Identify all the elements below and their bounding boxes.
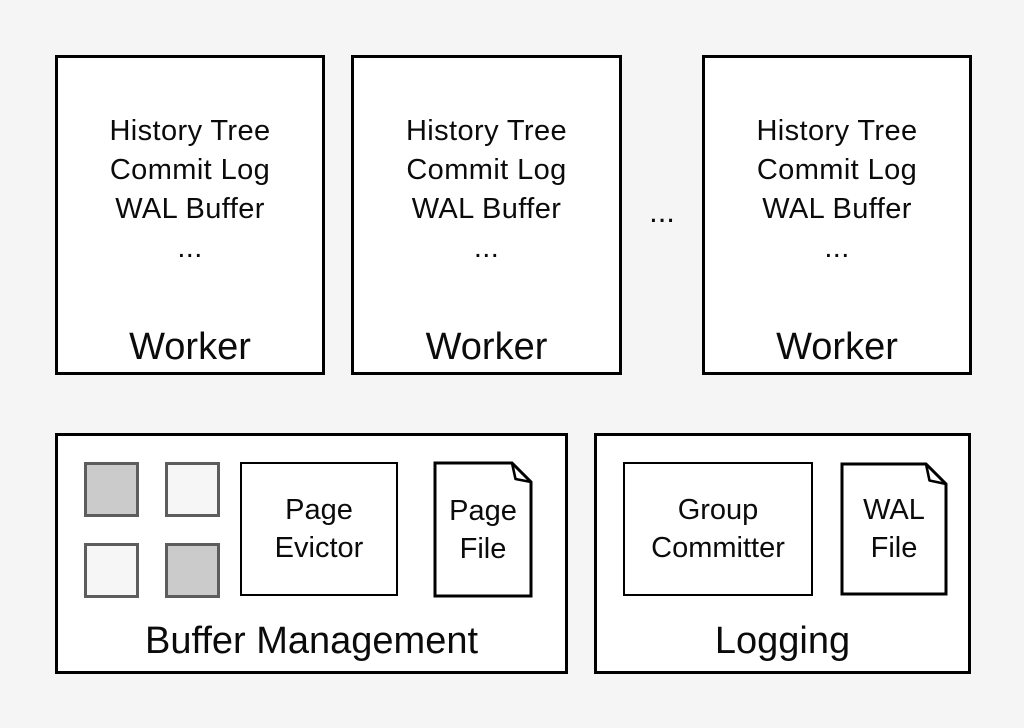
page-file-label: Page File [433,492,533,568]
document-icon [840,462,948,596]
page-cell-filled [84,462,139,517]
worker-content-line: History Tree [109,115,271,147]
page-evictor-label-line: Evictor [274,532,364,564]
worker-content-ellipsis: ... [177,232,203,264]
page-file-label-line: Page [449,494,517,527]
buffer-management-label: Buffer Management [144,620,479,662]
page-evictor-label-line: Page [285,494,353,526]
worker-label: Worker [425,326,548,368]
worker-box-1: History Tree Commit Log WAL Buffer ... W… [55,55,325,375]
page-cell-empty [165,462,220,517]
worker-box-2: History Tree Commit Log WAL Buffer ... W… [351,55,622,375]
folded-corner-icon [924,463,947,486]
wal-file-label-line: File [870,532,918,564]
worker-label: Worker [776,326,898,368]
document-icon [433,461,533,598]
worker-content-line: WAL Buffer [411,193,562,225]
page-evictor-box: Page Evictor [240,462,398,596]
group-committer-label-line: Committer [651,532,785,564]
group-committer-box: Group Committer [623,462,813,596]
worker-content-line: Commit Log [406,154,567,186]
page-cell-filled [165,543,220,598]
worker-content: History Tree Commit Log WAL Buffer ... [354,112,619,268]
wal-file-label-line: WAL [863,494,925,526]
worker-content-line: WAL Buffer [115,193,265,225]
worker-label: Worker [129,326,251,368]
page-cell-empty [84,543,139,598]
logging-box: Group Committer WAL File Logging [594,433,971,674]
worker-content-line: Commit Log [756,154,918,186]
group-committer-label-line: Group [677,494,759,526]
logging-label: Logging [714,620,851,662]
worker-content: History Tree Commit Log WAL Buffer ... [705,112,969,268]
worker-content-ellipsis: ... [473,232,500,264]
worker-content: History Tree Commit Log WAL Buffer ... [58,112,322,268]
buffer-page-grid [84,462,220,598]
wal-file-label: WAL File [840,491,948,567]
wal-file-document: WAL File [840,462,948,596]
worker-content-line: History Tree [405,115,568,147]
worker-content-line: Commit Log [109,154,271,186]
folded-corner-icon [510,462,532,484]
worker-content-ellipsis: ... [824,232,850,264]
workers-more-ellipsis: ... [649,194,675,229]
worker-content-line: WAL Buffer [762,193,912,225]
page-file-document: Page File [433,461,533,598]
worker-box-3: History Tree Commit Log WAL Buffer ... W… [702,55,972,375]
page-file-label-line: File [459,532,507,565]
worker-content-line: History Tree [756,115,918,147]
buffer-management-box: Page Evictor Page File Buffer Management [55,433,568,674]
